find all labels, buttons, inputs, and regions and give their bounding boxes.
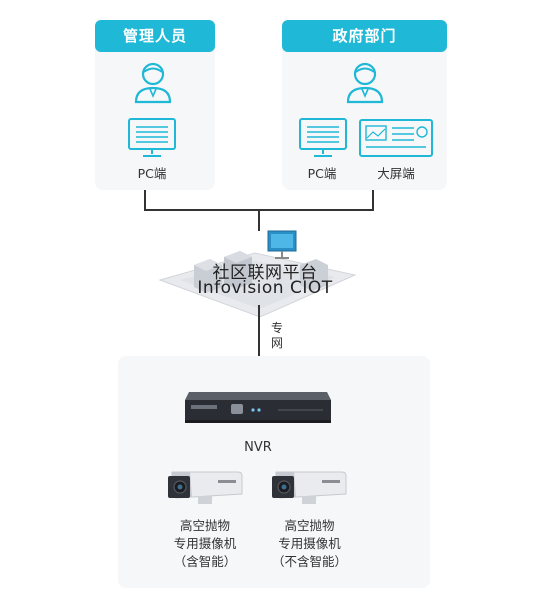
bullet-camera-icon <box>168 471 243 504</box>
cloud-platform-icon <box>158 230 357 318</box>
nvr-device-icon <box>185 392 331 423</box>
pc-monitor-icon <box>299 118 347 157</box>
link-label-top: 专 <box>270 321 283 335</box>
camera2-line1: 高空抛物 <box>284 518 335 533</box>
camera1-line1: 高空抛物 <box>179 518 230 533</box>
big-screen-icon <box>359 119 433 157</box>
link-label-bottom: 网 <box>270 336 283 350</box>
camera2-line3: （不含智能） <box>271 554 347 569</box>
platform-name-cn: 社区联网平台 <box>212 263 318 283</box>
pc-monitor-icon <box>128 118 176 157</box>
platform-name-en: Infovision CIOT <box>197 278 333 298</box>
camera1-line3: （含智能） <box>173 554 237 569</box>
camera1-line2: 专用摄像机 <box>173 536 237 551</box>
gov-pc-label: PC端 <box>307 166 337 181</box>
gov-bigscreen-label: 大屏端 <box>377 166 415 181</box>
user-icon <box>134 62 172 104</box>
user-icon <box>346 62 384 104</box>
connector-line <box>258 209 260 231</box>
admin-header: 管理人员 <box>95 20 215 52</box>
camera2-line2: 专用摄像机 <box>278 536 341 551</box>
bullet-camera-icon <box>272 471 347 504</box>
gov-header: 政府部门 <box>282 20 447 52</box>
admin-pc-label: PC端 <box>137 166 167 181</box>
connector-line <box>372 190 374 211</box>
connector-line <box>258 305 260 371</box>
connector-line <box>144 190 146 211</box>
nvr-label: NVR <box>244 440 272 455</box>
